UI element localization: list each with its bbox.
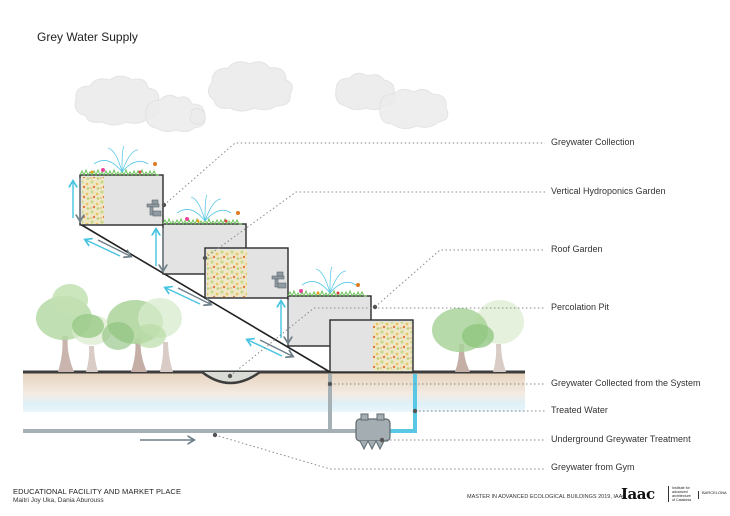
diagram-title: Grey Water Supply [37,30,138,44]
logo-subtitle: Institute for advanced architecture of C… [668,486,691,502]
label-underground-treatment: Underground Greywater Treatment [551,434,691,444]
logo-sub-line: of Catalonia [672,498,692,502]
flowers [90,162,360,295]
label-greywater-collection: Greywater Collection [551,137,635,147]
label-greywater-collected: Greywater Collected from the System [551,378,701,388]
project-title: EDUCATIONAL FACILITY AND MARKET PLACE [13,487,182,496]
clouds [74,61,449,133]
label-roof-garden: Roof Garden [551,244,603,254]
treatment-tank-icon [355,413,391,451]
label-percolation-pit: Percolation Pit [551,302,610,312]
logo-sub-line: Institute for [672,486,690,490]
sink-icon [146,199,287,289]
vertical-hydroponics [82,177,412,371]
label-vertical-hydroponics-garden: Vertical Hydroponics Garden [551,186,666,196]
logo-sub-line: advanced [672,490,688,494]
trees-left [36,284,182,372]
soil-layer [23,372,525,412]
logo-city: BARCELONA [698,491,727,499]
cloud-icon [74,75,206,133]
trees-right [432,300,524,372]
leader-lines [163,142,545,470]
cloud-icon [335,72,449,130]
program-credit: MASTER IN ADVANCED ECOLOGICAL BUILDINGS … [467,494,627,500]
authors: Maitri Joy Uka, Dania Aburouss [13,497,104,504]
roof-gardens [79,145,367,298]
sprinkler-icon [93,145,357,294]
label-greywater-from-gym: Greywater from Gym [551,462,635,472]
iaac-logo: Iaac [621,485,655,503]
flow-arrows [73,178,292,440]
treated-water-pipe [388,374,417,433]
leader-dots [161,202,418,443]
label-treated-water: Treated Water [551,405,608,415]
logo-sub-line: architecture [672,494,691,498]
cloud-icon [189,61,293,125]
